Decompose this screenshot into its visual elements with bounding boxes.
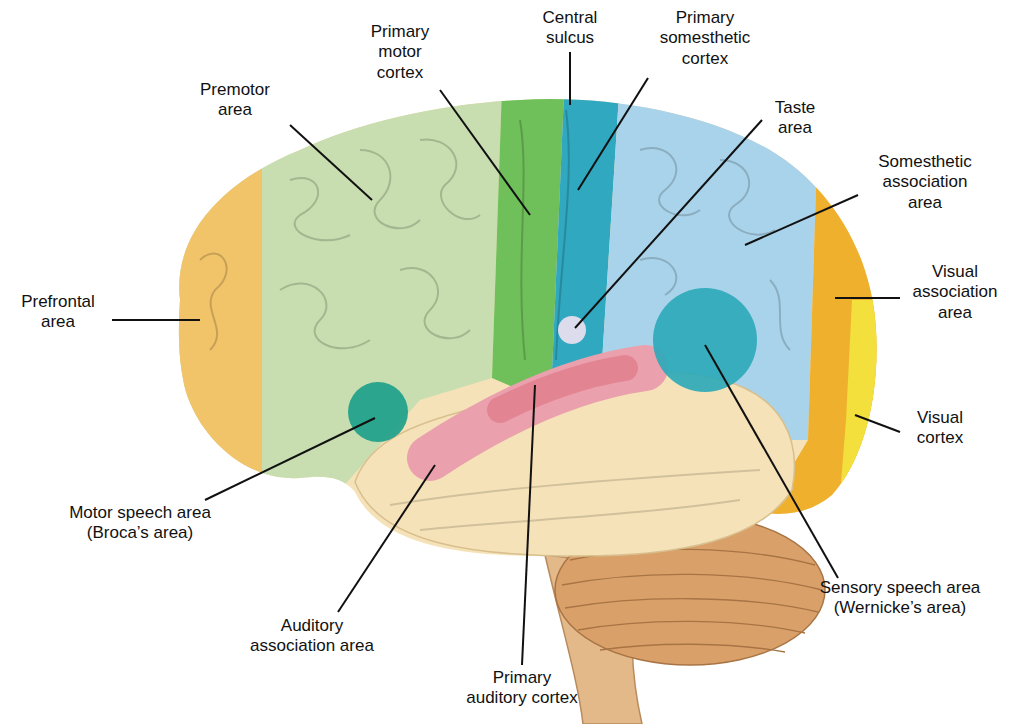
leader-line <box>338 465 435 612</box>
region-label: Primary somesthetic cortex <box>650 8 760 69</box>
gyrus-line <box>420 139 480 219</box>
leader-line <box>835 297 900 299</box>
region-label: Visual cortex <box>905 408 975 449</box>
leader-lines <box>112 52 900 665</box>
auditory-association-area <box>430 368 645 458</box>
leader-line <box>569 52 571 105</box>
region-label: Primary motor cortex <box>360 22 440 83</box>
leader-line <box>578 78 648 190</box>
region-label: Visual association area <box>905 262 1005 323</box>
leader-line <box>705 345 838 578</box>
leader-line <box>112 319 200 321</box>
region-label: Motor speech area (Broca’s area) <box>55 503 225 544</box>
gyrus-line <box>720 160 775 235</box>
folia-line <box>600 644 785 652</box>
gyrus-line <box>640 148 700 215</box>
leader-line <box>745 195 858 245</box>
gyrus-line <box>770 280 790 350</box>
primary-auditory-area <box>500 368 625 410</box>
leader-line <box>290 125 372 200</box>
gyrus-line <box>290 178 350 240</box>
folia-line <box>578 621 805 633</box>
visual-cortex-region <box>838 300 900 520</box>
leader-line <box>855 415 900 432</box>
gyrus-line <box>400 268 470 338</box>
gyrus-line <box>200 253 227 350</box>
gyrus-line <box>520 120 525 360</box>
region-label: Auditory association area <box>242 616 382 657</box>
gyrus-line <box>360 150 420 228</box>
region-label: Primary auditory cortex <box>463 668 581 709</box>
region-label: Premotor area <box>190 80 280 121</box>
folia-line <box>562 574 822 590</box>
leader-line <box>440 90 530 215</box>
folia-line <box>565 599 818 612</box>
leader-line <box>575 120 762 328</box>
gyrus-line <box>640 258 676 295</box>
wernicke-area <box>653 288 757 392</box>
region-label: Central sulcus <box>530 8 610 49</box>
premotor-region <box>0 0 505 490</box>
prefrontal-region <box>0 0 262 490</box>
region-label: Sensory speech area (Wernicke’s area) <box>800 578 1000 619</box>
region-label: Prefrontal area <box>13 292 103 333</box>
leader-line <box>205 418 375 500</box>
broca-area <box>348 382 408 442</box>
gyrus-line <box>420 500 740 530</box>
region-label: Somesthetic association area <box>870 152 980 213</box>
temporal-gyri <box>390 470 760 530</box>
gyrus-line <box>280 283 370 348</box>
leader-line <box>522 385 535 665</box>
region-label: Taste area <box>765 98 825 139</box>
cerebellum-folia <box>562 549 822 652</box>
